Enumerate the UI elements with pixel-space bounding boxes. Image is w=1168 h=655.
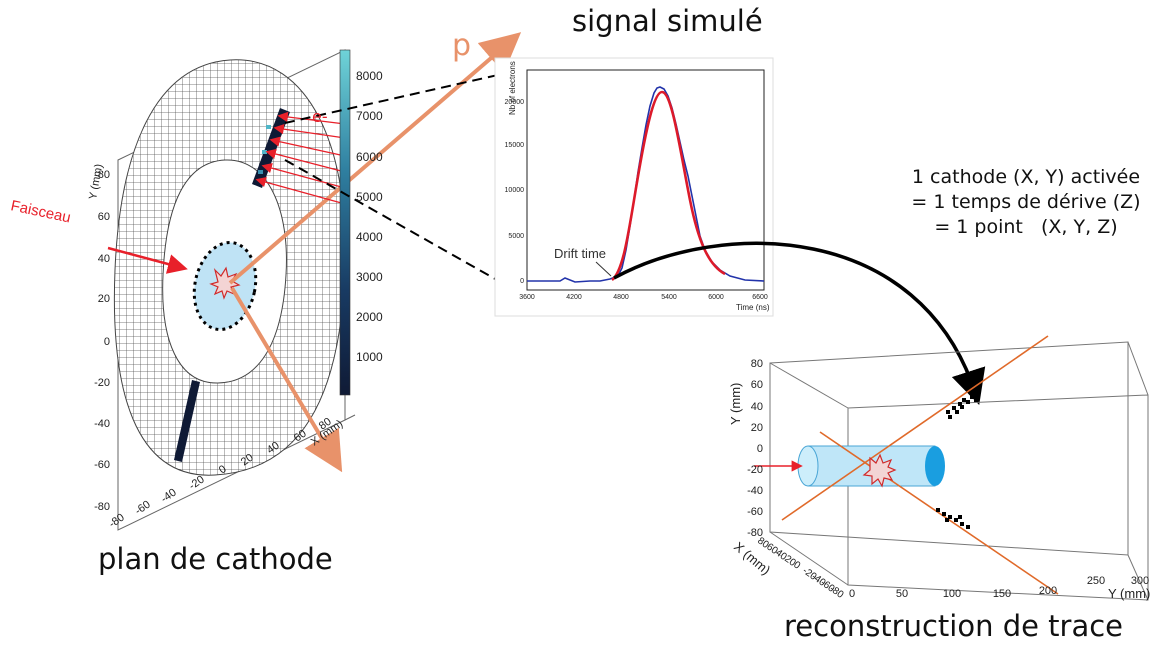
reco-z-axis-label: Y (mm) — [1108, 586, 1150, 601]
reco-x-tick: 0 — [791, 559, 802, 571]
colorbar-ticks: 8000 7000 6000 5000 4000 3000 2000 1000 — [356, 69, 383, 364]
proton-track-up — [228, 32, 522, 285]
signal-x-tick: 6600 — [752, 294, 768, 301]
colorbar-tick: 4000 — [356, 230, 383, 244]
reco-y-tick: 40 — [751, 401, 763, 413]
zoom-line-bottom — [284, 159, 521, 294]
signal-title: signal simulé — [572, 4, 763, 38]
cathode-x-tick: 20 — [239, 452, 256, 469]
reco-y-tick: -40 — [747, 485, 763, 497]
signal-x-tick: 6000 — [708, 294, 724, 301]
cathode-y-tick: -40 — [94, 418, 110, 430]
cathode-x-tick: -40 — [159, 487, 179, 506]
colorbar-tick: 7000 — [356, 109, 383, 123]
cathode-y-tick: 80 — [98, 169, 110, 181]
reco-points-bottom — [936, 508, 970, 529]
signal-x-tick: 4200 — [566, 294, 582, 301]
cathode-x-tick: 0 — [217, 463, 229, 476]
reco-y-tick: -20 — [747, 464, 763, 476]
reco-y-tick: 80 — [751, 358, 763, 370]
explanation-line-2: = 1 temps de dérive (Z) — [911, 191, 1141, 213]
activated-pads-bottom — [174, 380, 200, 462]
cathode-y-tick: 40 — [98, 253, 110, 265]
mapping-arrow — [613, 241, 986, 405]
reco-z-tick: 50 — [896, 588, 908, 600]
signal-panel: 3600 4200 4800 5400 6000 6600 20000 1500… — [494, 57, 774, 317]
reco-y-tick: -80 — [747, 527, 763, 539]
cathode-y-tick: -20 — [94, 377, 110, 389]
reco-z-tick: 200 — [1039, 585, 1057, 597]
drift-time-pointer — [595, 261, 612, 277]
colorbar-tick: 5000 — [356, 190, 383, 204]
signal-x-tick: 5400 — [661, 294, 677, 301]
reco-track-1 — [781, 335, 1049, 521]
signal-x-tick: 4800 — [613, 294, 629, 301]
signal-x-tick: 3600 — [519, 294, 535, 301]
signal-y-ticks: 20000 15000 10000 5000 0 — [505, 99, 525, 285]
electron-drift-arrows — [255, 111, 346, 205]
reco-vertex-star — [862, 453, 897, 488]
colorbar — [339, 49, 351, 396]
cathode-x-ticks: -80 -60 -40 -20 0 20 40 60 80 — [107, 416, 334, 531]
reco-y-ticks: 80 60 40 20 0 -20 -40 -60 -80 — [747, 358, 763, 539]
reco-z-tick: 100 — [943, 588, 961, 600]
proton-label: p — [452, 28, 471, 63]
signal-y-axis-label: Nb of electrons — [508, 61, 517, 115]
beam-label: Faisceau — [9, 197, 72, 226]
reco-z-tick: 250 — [1087, 575, 1105, 587]
explanation-text: 1 cathode (X, Y) activée = 1 temps de dé… — [890, 165, 1162, 240]
cathode-y-ticks: 80 60 40 20 0 -20 -40 -60 -80 — [94, 169, 110, 513]
signal-y-tick: 5000 — [508, 233, 524, 240]
reconstruction-title: reconstruction de trace — [784, 609, 1124, 643]
colorbar-tick: 6000 — [356, 150, 383, 164]
drift-time-annotation: Drift time — [554, 246, 606, 261]
reco-y-tick: 60 — [751, 379, 763, 391]
reco-z-tick: 150 — [993, 588, 1011, 600]
reco-track-2 — [819, 431, 1059, 595]
signal-y-tick: 20000 — [505, 99, 525, 106]
cathode-plane-panel — [107, 32, 522, 531]
colorbar-tick: 8000 — [356, 69, 383, 83]
signal-plot-area — [526, 69, 765, 291]
signal-x-ticks: 3600 4200 4800 5400 6000 6600 — [519, 294, 768, 301]
proton-track-down — [230, 286, 343, 473]
reco-y-tick: 0 — [757, 443, 763, 455]
cathode-x-tick: 80 — [317, 416, 334, 433]
cathode-y-tick: 60 — [98, 211, 110, 223]
beam-arrow — [107, 246, 188, 274]
signal-y-tick: 10000 — [505, 187, 525, 194]
reco-y-tick: 20 — [751, 422, 763, 434]
cathode-plane-title: plan de cathode — [98, 542, 333, 576]
cathode-y-axis-label: Y (mm) — [87, 163, 105, 200]
reconstruction-panel: 80 60 40 20 0 -20 -40 -60 -80 Y (mm) 80 … — [728, 335, 1150, 601]
cathode-x-tick: 40 — [265, 440, 282, 457]
colorbar-tick: 3000 — [356, 270, 383, 284]
cathode-x-tick: 60 — [292, 428, 309, 445]
reco-points-top — [946, 395, 978, 419]
cathode-x-tick: -20 — [187, 474, 207, 493]
cathode-y-tick: -80 — [94, 501, 110, 513]
explanation-line-3: = 1 point (X, Y, Z) — [934, 216, 1118, 238]
colorbar-tick: 2000 — [356, 310, 383, 324]
zoom-line-top — [284, 69, 521, 124]
cathode-y-tick: 20 — [98, 293, 110, 305]
reco-y-tick: -60 — [747, 506, 763, 518]
signal-x-axis-label: Time (ns) — [736, 303, 770, 312]
reco-z-ticks: 0 50 100 150 200 250 300 — [849, 575, 1149, 600]
cathode-y-tick: -60 — [94, 459, 110, 471]
colorbar-tick: 1000 — [356, 350, 383, 364]
reco-y-axis-label: Y (mm) — [728, 383, 743, 425]
signal-y-tick: 15000 — [505, 142, 525, 149]
cathode-y-tick: 0 — [104, 336, 110, 348]
reco-z-tick: 0 — [849, 588, 855, 600]
reco-z-tick: 300 — [1131, 575, 1149, 587]
reco-box — [769, 341, 1149, 601]
explanation-line-1: 1 cathode (X, Y) activée — [911, 166, 1141, 188]
signal-fit — [611, 90, 726, 282]
signal-y-tick: 0 — [520, 278, 524, 285]
electron-label: e- — [312, 107, 328, 126]
pad-annulus — [113, 59, 346, 476]
